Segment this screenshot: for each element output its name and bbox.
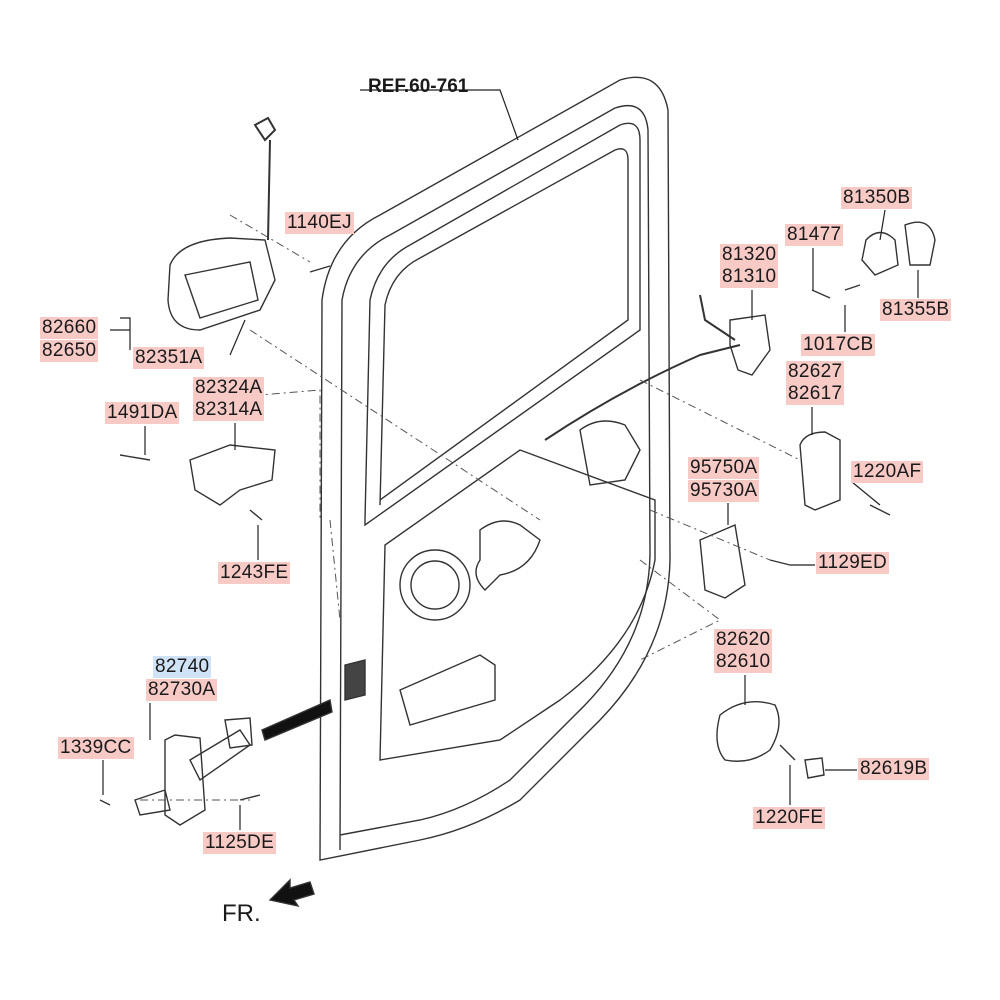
- part-label-1220AF[interactable]: 1220AF: [851, 461, 924, 483]
- part-label-82730A[interactable]: 82730A: [146, 679, 218, 701]
- part-label-82650[interactable]: 82650: [40, 340, 99, 362]
- part-label-81350B[interactable]: 81350B: [841, 187, 913, 209]
- door-panel: [319, 76, 671, 861]
- door-check-part: [134, 729, 251, 826]
- part-label-81355B[interactable]: 81355B: [880, 299, 952, 321]
- part-label-82619B[interactable]: 82619B: [858, 758, 930, 780]
- door-inner-edge: [339, 104, 651, 851]
- part-label-1017CB[interactable]: 1017CB: [801, 334, 876, 356]
- panel-opening: [379, 449, 656, 761]
- part-label-95750A[interactable]: 95750A: [688, 457, 760, 479]
- part-label-82627[interactable]: 82627: [786, 361, 845, 383]
- part-label-1339CC[interactable]: 1339CC: [58, 737, 134, 759]
- reference-label: REF.60-761: [368, 76, 469, 97]
- bracket-part: [189, 444, 276, 506]
- part-label-1491DA[interactable]: 1491DA: [105, 402, 180, 424]
- window-inner: [379, 148, 629, 506]
- window-frame: [364, 122, 641, 527]
- part-label-82314A[interactable]: 82314A: [193, 399, 265, 421]
- part-label-81320[interactable]: 81320: [720, 244, 779, 266]
- outside-handle-part: [167, 237, 276, 331]
- part-label-1129ED[interactable]: 1129ED: [816, 552, 890, 574]
- part-label-82351A[interactable]: 82351A: [133, 347, 205, 369]
- part-label-82610[interactable]: 82610: [714, 651, 773, 673]
- part-label-82620[interactable]: 82620: [714, 629, 773, 651]
- part-label-1125DE[interactable]: 1125DE: [203, 832, 277, 854]
- part-label-82324A[interactable]: 82324A: [193, 377, 265, 399]
- latch-part: [729, 314, 771, 376]
- actuator-part: [699, 524, 746, 599]
- front-direction-label: FR.: [222, 900, 261, 927]
- part-label-95730A[interactable]: 95730A: [688, 480, 760, 502]
- part-label-82660[interactable]: 82660: [40, 317, 99, 339]
- part-label-1140EJ[interactable]: 1140EJ: [285, 212, 354, 234]
- part-label-81477[interactable]: 81477: [785, 224, 844, 246]
- inside-handle-part: [716, 701, 780, 762]
- part-label-1220FE[interactable]: 1220FE: [753, 807, 826, 829]
- part-label-82740[interactable]: 82740: [153, 656, 212, 678]
- part-label-82617[interactable]: 82617: [786, 383, 845, 405]
- part-label-1243FE[interactable]: 1243FE: [218, 562, 291, 584]
- cover-part: [799, 431, 841, 511]
- part-label-81310[interactable]: 81310: [720, 266, 779, 288]
- front-arrow-icon: [268, 878, 315, 908]
